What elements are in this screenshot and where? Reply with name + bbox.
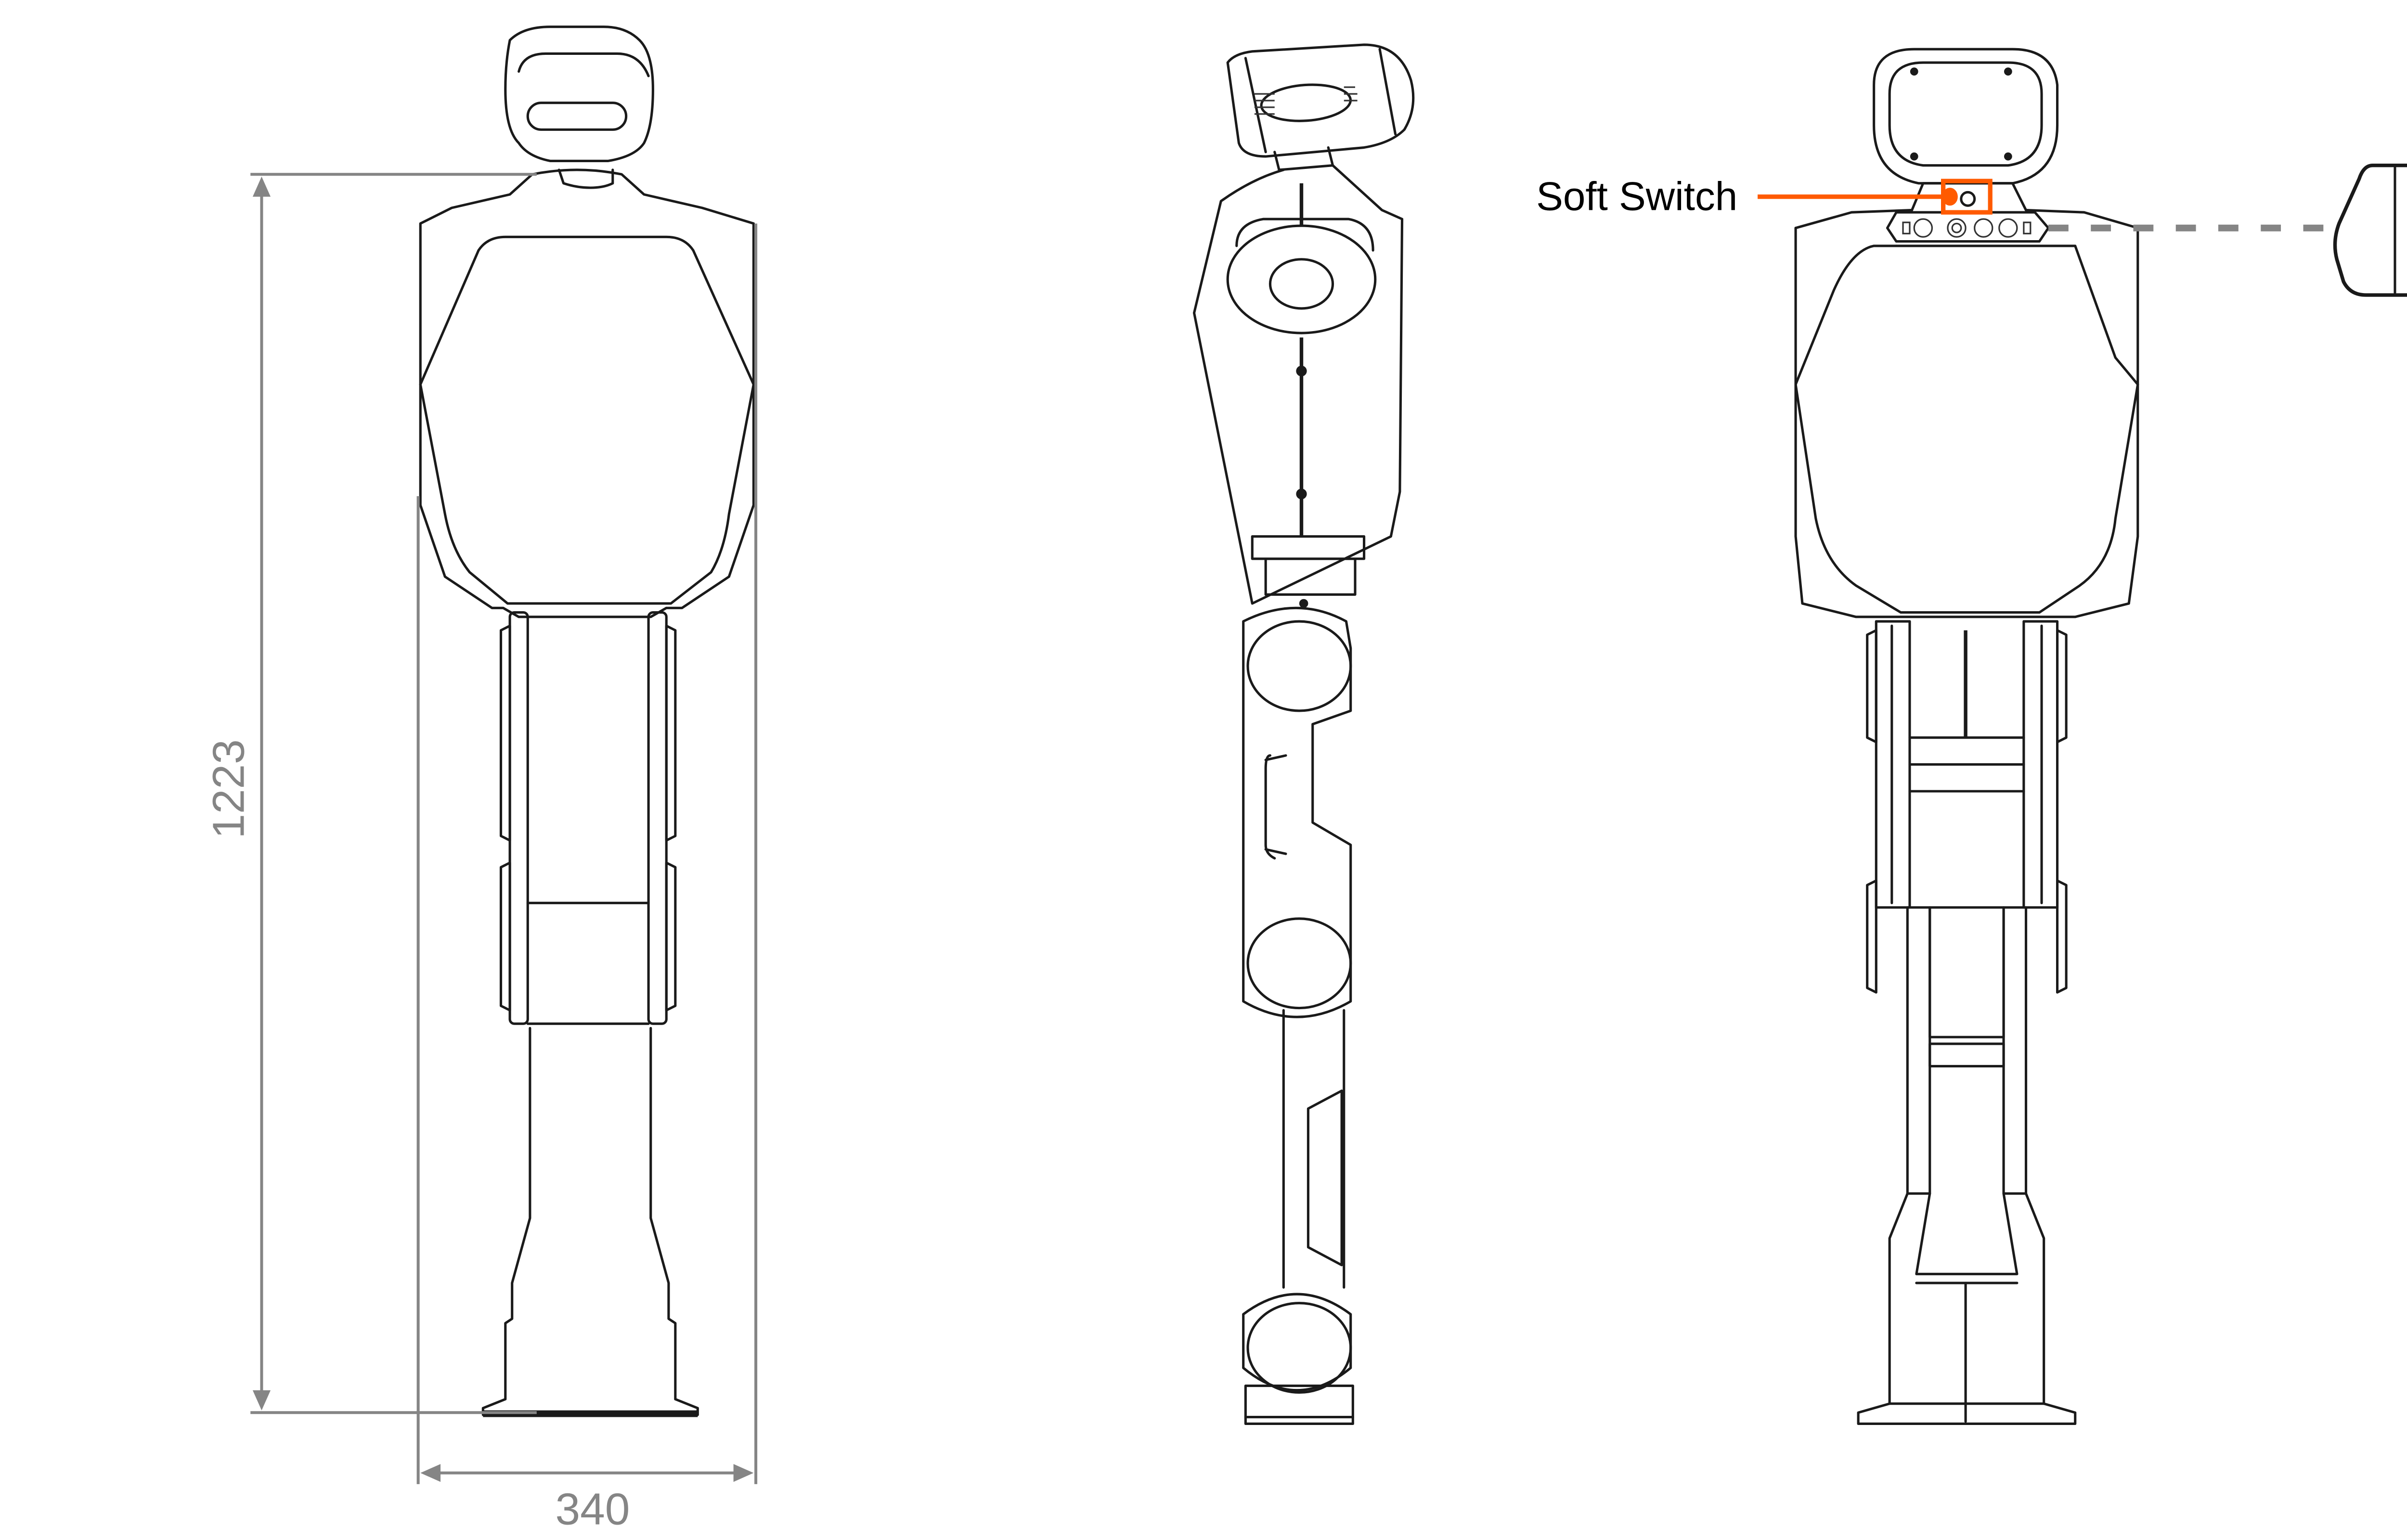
side-arm: [1242, 606, 1354, 1425]
face-display-slot: [526, 102, 628, 131]
side-torso: [1192, 164, 1404, 605]
front-callout-view: Soft Switch: [1536, 48, 2326, 1425]
interface-panel-detail: USB USB USB 3–Pin Top: Earth Wire Bottom…: [2333, 163, 2407, 297]
head: [504, 26, 654, 162]
front-base: [1857, 1402, 2077, 1425]
side-head: [1226, 43, 1415, 158]
front-outline-view: 1223 340: [203, 26, 758, 1534]
front-interface-panel: [1886, 211, 2050, 243]
side-view: [1192, 43, 1415, 1425]
torso-outline: [419, 168, 755, 618]
front-head: [1873, 48, 2059, 185]
soft-switch-button[interactable]: [1960, 191, 1976, 207]
shoulder-joint: [1226, 224, 1377, 334]
front-torso: [1794, 227, 2139, 618]
lower-column: [481, 1027, 699, 1417]
height-dimension-label: 1223: [203, 739, 253, 839]
soft-switch-callout: Soft Switch: [1536, 174, 1993, 219]
front-legs: [1857, 620, 2077, 1425]
width-dimension: 340: [416, 223, 758, 1534]
upper-leg: [499, 611, 677, 1025]
height-dimension: 1223: [203, 173, 537, 1414]
width-dimension-label: 340: [555, 1484, 630, 1534]
soft-switch-label: Soft Switch: [1536, 174, 1737, 219]
